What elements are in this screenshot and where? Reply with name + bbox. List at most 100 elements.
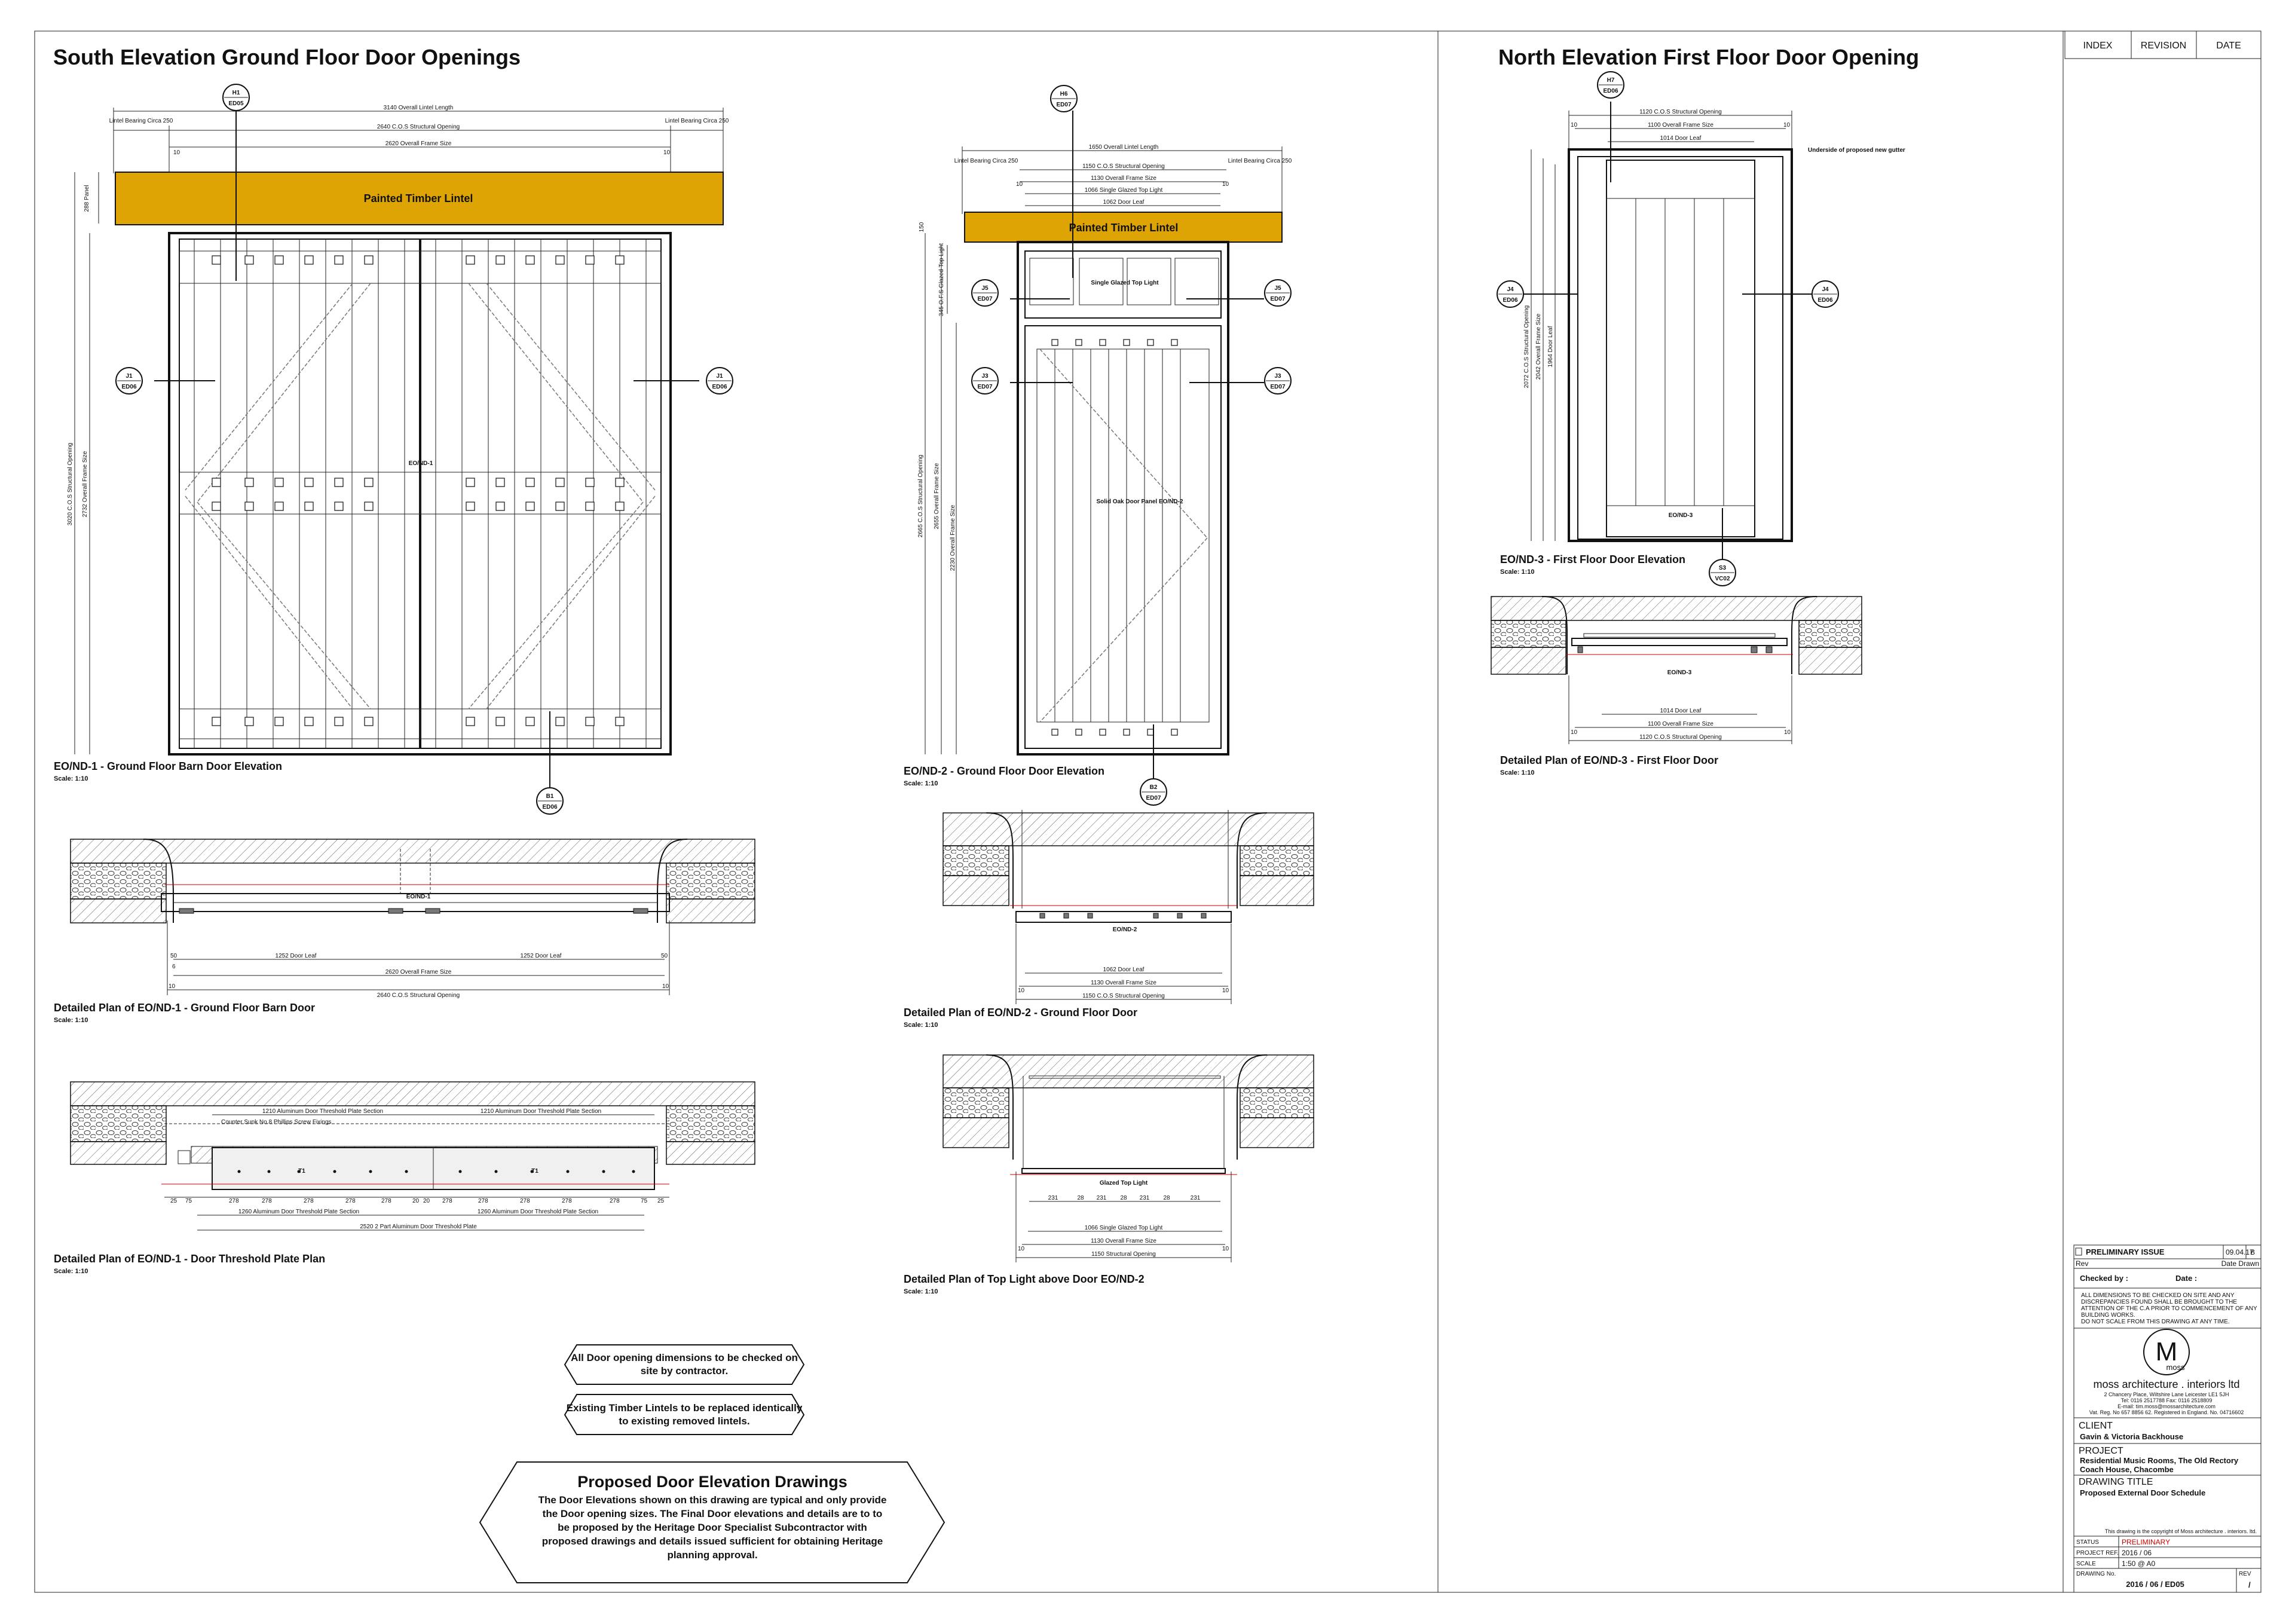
- tl-dim-231-3: 231: [1140, 1195, 1150, 1201]
- nd1-threshold-scale: Scale: 1:10: [54, 1268, 88, 1275]
- nd2-dim-cos: 1150 C.O.S Structural Opening: [1082, 163, 1165, 170]
- nd3-gutter-note: Underside of proposed new gutter: [1808, 147, 1905, 154]
- logo-letter: M: [2156, 1337, 2178, 1366]
- thr-dim-278-4: 278: [345, 1198, 356, 1204]
- thr-t1-left: T1: [298, 1168, 305, 1175]
- callout-j1-right: J1 ED06: [706, 367, 733, 394]
- nd3-plan-10-left: 10: [1571, 729, 1578, 736]
- nd2-dim-10-left: 10: [1016, 181, 1023, 188]
- callout-j5-right: J5 ED07: [1264, 279, 1292, 307]
- tb-drawing-title-label: DRAWING TITLE: [2079, 1477, 2153, 1487]
- proposed-body-3: be proposed by the Heritage Door Special…: [558, 1522, 867, 1533]
- nd1-dim-cos: 2640 C.O.S Structural Opening: [377, 124, 460, 130]
- nd1-door-tag: EO/ND-1: [409, 460, 433, 467]
- nd1-lintel: [115, 172, 724, 225]
- tl-dim-231-4: 231: [1191, 1195, 1201, 1201]
- tb-rev-value: /: [2248, 1580, 2251, 1589]
- thr-dim-278-8: 278: [520, 1198, 530, 1204]
- callouts: H1 ED05 J1 ED06 J1 ED06 B1 ED06 H6 ED07: [115, 71, 1839, 815]
- tb-drawing-title: Proposed External Door Schedule: [2080, 1488, 2205, 1497]
- thr-dim-278-3: 278: [304, 1198, 314, 1204]
- callout-ref: ED06: [1603, 88, 1618, 94]
- logo-word: moss: [2166, 1363, 2185, 1372]
- nd2-dim-v-frame: 2655 Overall Frame Size: [934, 463, 940, 529]
- callout-j4-left: J4 ED06: [1497, 280, 1524, 308]
- callout-h1: H1 ED05: [222, 84, 250, 111]
- thr-two-part: 2520 2 Part Aluminum Door Threshold Plat…: [360, 1224, 477, 1230]
- tb-disclaimer-3: ATTENTION OF THE C.A PRIOR TO COMMENCEME…: [2081, 1305, 2257, 1312]
- callout-code: H1: [232, 90, 240, 96]
- tb-date: Date :: [2175, 1274, 2197, 1283]
- thr-dim-278-1: 278: [229, 1198, 239, 1204]
- nd3-plan-10-right: 10: [1784, 729, 1791, 736]
- revision-revision-header: REVISION: [2141, 41, 2186, 51]
- nd2-dim-150: 150: [919, 222, 925, 232]
- callout-ref: ED06: [712, 384, 727, 390]
- nd2-dim-10-right: 10: [1222, 181, 1229, 188]
- nd3-dim-v-leaf: 1964 Door Leaf: [1547, 326, 1554, 367]
- nd2-plan-leaf: 1062 Door Leaf: [1103, 967, 1145, 973]
- nd1-plan-50-left: 50: [170, 953, 178, 959]
- callout-j3-left: J3 ED07: [971, 367, 999, 394]
- nd2-bearing-right: Lintel Bearing Circa 250: [1228, 158, 1292, 164]
- revision-index-header: INDEX: [2083, 41, 2113, 51]
- callout-ref: ED07: [1056, 102, 1071, 108]
- callout-code: J3: [1274, 373, 1281, 380]
- tb-rev-label-2: REV: [2239, 1571, 2251, 1577]
- title-block: PRELIMINARY ISSUE 09.04.17 B Rev Date Dr…: [2073, 1244, 2262, 1593]
- nd2-plan-10-left: 10: [1018, 987, 1025, 994]
- thr-dim-75-right: 75: [641, 1198, 648, 1204]
- thr-dim-20-2: 20: [423, 1198, 430, 1204]
- tl-dim-frame: 1130 Overall Frame Size: [1091, 1238, 1156, 1244]
- note-2-line-1: Existing Timber Lintels to be replaced i…: [567, 1402, 803, 1414]
- proposed-title: Proposed Door Elevation Drawings: [577, 1473, 847, 1491]
- nd2-plan-cos: 1150 C.O.S Structural Opening: [1082, 993, 1165, 999]
- nd2-dim-v-top-light: 345 O.F.S Glazed Top Light: [938, 243, 945, 316]
- note-check-dimensions: All Door opening dimensions to be checke…: [564, 1344, 805, 1385]
- tb-ref: 2016 / 06: [2122, 1549, 2152, 1557]
- top-light-plan: Glazed Top Light 231 28 231 28 231 28 23…: [904, 1054, 1314, 1295]
- callout-ref: ED06: [1817, 297, 1832, 304]
- nd1-plan-scale: Scale: 1:10: [54, 1017, 88, 1024]
- nd2-plan: EO/ND-2 1062 Door Leaf 1130 Overall Fram…: [904, 810, 1314, 1029]
- callout-code: H6: [1060, 91, 1068, 97]
- nd1-dim-10-right: 10: [663, 149, 671, 156]
- note-proposed-elevations: Proposed Door Elevation Drawings The Doo…: [479, 1461, 945, 1583]
- nd1-plan-leaf-right: 1252 Door Leaf: [521, 953, 562, 959]
- sheet-border: [34, 30, 2262, 1593]
- nd3-elevation: 1120 C.O.S Structural Opening 1100 Overa…: [1500, 102, 1905, 576]
- nd2-plan-frame: 1130 Overall Frame Size: [1091, 980, 1156, 986]
- nd1-plan-10-right: 10: [662, 983, 669, 990]
- nd3-dim-frame: 1100 Overall Frame Size: [1648, 122, 1713, 129]
- nd2-lintel-label: Painted Timber Lintel: [1069, 222, 1179, 234]
- nd1-dim-v-frame: 2732 Overall Frame Size: [82, 451, 88, 517]
- firm-logo: [2143, 1329, 2190, 1375]
- nd1-threshold-plan: 1210 Aluminum Door Threshold Plate Secti…: [54, 1081, 755, 1275]
- thr-dim-278-9: 278: [562, 1198, 572, 1204]
- tb-scale: 1:50 @ A0: [2122, 1559, 2156, 1568]
- tl-dim-top: 1066 Single Glazed Top Light: [1085, 1225, 1163, 1231]
- nd3-plan-leaf: 1014 Door Leaf: [1660, 708, 1702, 714]
- nd2-elevation: 1650 Overall Lintel Length 1150 C.O.S St…: [904, 111, 1292, 792]
- tl-dim-231-2: 231: [1097, 1195, 1107, 1201]
- south-elevation-title: South Elevation Ground Floor Door Openin…: [53, 45, 521, 69]
- tl-dim-28-3: 28: [1163, 1195, 1170, 1201]
- tl-dim-28-1: 28: [1077, 1195, 1084, 1201]
- tl-dim-231-1: 231: [1048, 1195, 1058, 1201]
- thr-screws: Counter Sunk No.8 Phillips Screw Fixings: [221, 1119, 332, 1126]
- nd1-plan-leaf-left: 1252 Door Leaf: [276, 953, 317, 959]
- nd2-dim-v-cos: 2665 C.O.S Structural Opening: [917, 455, 924, 537]
- callout-b2: B2 ED07: [1140, 778, 1167, 806]
- nd3-plan-tag: EO/ND-3: [1667, 669, 1692, 676]
- revision-date-header: DATE: [2216, 41, 2241, 51]
- thr-dim-278-2: 278: [262, 1198, 272, 1204]
- callout-code: J1: [126, 373, 133, 380]
- top-light-tag: Glazed Top Light: [1100, 1180, 1148, 1186]
- nd1-elevation-scale: Scale: 1:10: [54, 775, 88, 782]
- note-2-line-2: to existing removed lintels.: [619, 1415, 749, 1427]
- callout-code: H7: [1607, 77, 1615, 84]
- nd2-plan-scale: Scale: 1:10: [904, 1022, 938, 1029]
- callout-code: B1: [546, 793, 554, 800]
- note-lintels: Existing Timber Lintels to be replaced i…: [564, 1394, 805, 1435]
